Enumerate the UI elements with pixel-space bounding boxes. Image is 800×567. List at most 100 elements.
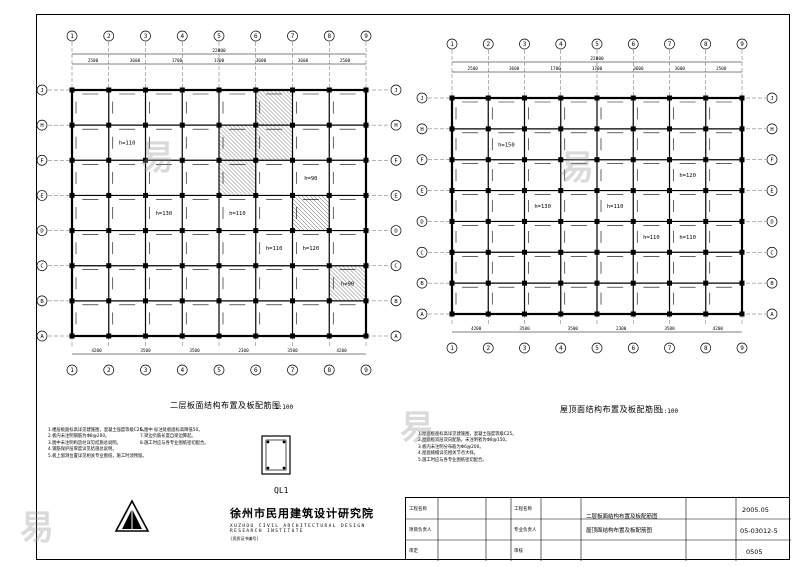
hatch-line	[220, 125, 256, 161]
hatch-line	[297, 195, 330, 228]
column	[558, 188, 564, 194]
institute-block: 徐州市民用建筑设计研究院 XUZHOU CIVIL ARCHITECTURAL …	[230, 505, 400, 542]
column	[69, 333, 75, 339]
title-block-grid	[406, 498, 791, 561]
axis-bubble	[36, 84, 48, 96]
hatch-line	[218, 127, 256, 165]
column	[739, 311, 745, 317]
tb-label: 审定	[409, 549, 418, 554]
axis-label: H	[40, 123, 43, 129]
axis-label: 7	[668, 41, 672, 48]
column	[363, 333, 369, 339]
rebar-dot	[282, 466, 286, 470]
hatch-line	[313, 195, 330, 212]
axis-bubble	[36, 119, 48, 131]
axis-label: D	[420, 219, 423, 225]
column	[522, 249, 527, 255]
column	[326, 263, 332, 269]
column	[69, 192, 75, 198]
axis-bubble	[766, 185, 778, 196]
column	[326, 228, 332, 234]
column	[143, 87, 148, 93]
hatch-line	[289, 89, 293, 94]
right-plan-scale: 1:100	[660, 408, 679, 415]
dim-label: 3500	[189, 348, 200, 354]
axis-label: 3	[144, 33, 148, 40]
axis-label: C	[420, 250, 423, 256]
note-line: 7.梁边负筋长度自梁边算起。	[140, 434, 196, 440]
column	[703, 249, 709, 255]
column	[739, 249, 745, 255]
column	[667, 126, 672, 132]
slab-thickness-label: h=120	[679, 173, 696, 179]
axis-bubble	[416, 92, 428, 104]
slab-thickness-label: h=110	[607, 204, 624, 210]
axis-label: E	[40, 193, 43, 199]
axis-label: H	[394, 123, 397, 129]
column	[594, 157, 600, 163]
axis-bubble	[390, 225, 402, 236]
hatch-line	[305, 195, 330, 220]
column	[106, 157, 112, 163]
column	[449, 126, 455, 132]
axis-bubble	[250, 30, 262, 42]
axis-label: C	[770, 250, 773, 256]
hatch-line	[248, 125, 256, 133]
notes-left: 1.楼层板面标高详见建施图，混凝土强度等级C25。 2.板内未注明钢筋为Φ8@2…	[48, 428, 147, 460]
axis-label: B	[394, 299, 398, 305]
column	[326, 157, 332, 163]
axis-label: H	[420, 127, 423, 133]
hatch-line	[255, 120, 293, 158]
dim-label: 2500	[716, 66, 727, 72]
dim-label: 1700	[592, 66, 603, 72]
column	[703, 157, 709, 163]
dim-label: 3500	[519, 326, 530, 332]
axis-bubble	[36, 295, 48, 307]
column	[253, 87, 259, 93]
axis-label: 2	[107, 367, 111, 374]
axis-label: J	[40, 88, 43, 94]
column	[449, 95, 455, 101]
dim-label: 2300	[238, 348, 249, 354]
column	[703, 126, 709, 132]
hatch-line	[292, 202, 321, 231]
column	[326, 87, 332, 93]
axis-bubble	[736, 342, 748, 354]
axis-label: 4	[180, 367, 184, 374]
tb-label: 专业负责人	[514, 528, 537, 533]
axis-label: 9	[364, 33, 368, 40]
column	[143, 192, 148, 198]
column	[290, 298, 295, 304]
institute-sub: (资质证书编号)	[230, 536, 259, 541]
column	[290, 228, 295, 234]
axis-label: D	[394, 229, 397, 235]
axis-bubble	[390, 190, 402, 201]
column	[326, 192, 332, 198]
axis-label: E	[394, 193, 397, 199]
column	[667, 218, 672, 224]
axis-bubble	[390, 119, 402, 131]
axis-bubble	[736, 38, 748, 50]
hatch-line	[255, 152, 264, 161]
axis-label: 1	[70, 367, 74, 374]
column	[326, 298, 332, 304]
tb-label: 项目负责人	[409, 528, 432, 533]
axis-bubble	[323, 30, 335, 42]
hatch-line	[361, 265, 367, 270]
note-line: 5.施工时应与各专业图纸密切配合。	[418, 457, 487, 463]
axis-label: B	[770, 281, 774, 287]
axis-bubble	[416, 246, 428, 258]
axis-bubble	[390, 330, 402, 342]
axis-bubble	[591, 38, 603, 50]
stirrup	[265, 439, 287, 471]
tb-label: 工程名称	[514, 507, 532, 512]
axis-bubble	[627, 342, 639, 354]
hatch-line	[255, 144, 272, 161]
hatch-line	[281, 89, 293, 102]
axis-label: 8	[327, 33, 331, 40]
institute-name: 徐州市民用建筑设计研究院	[230, 507, 374, 520]
axis-bubble	[103, 30, 115, 42]
column	[253, 333, 259, 339]
